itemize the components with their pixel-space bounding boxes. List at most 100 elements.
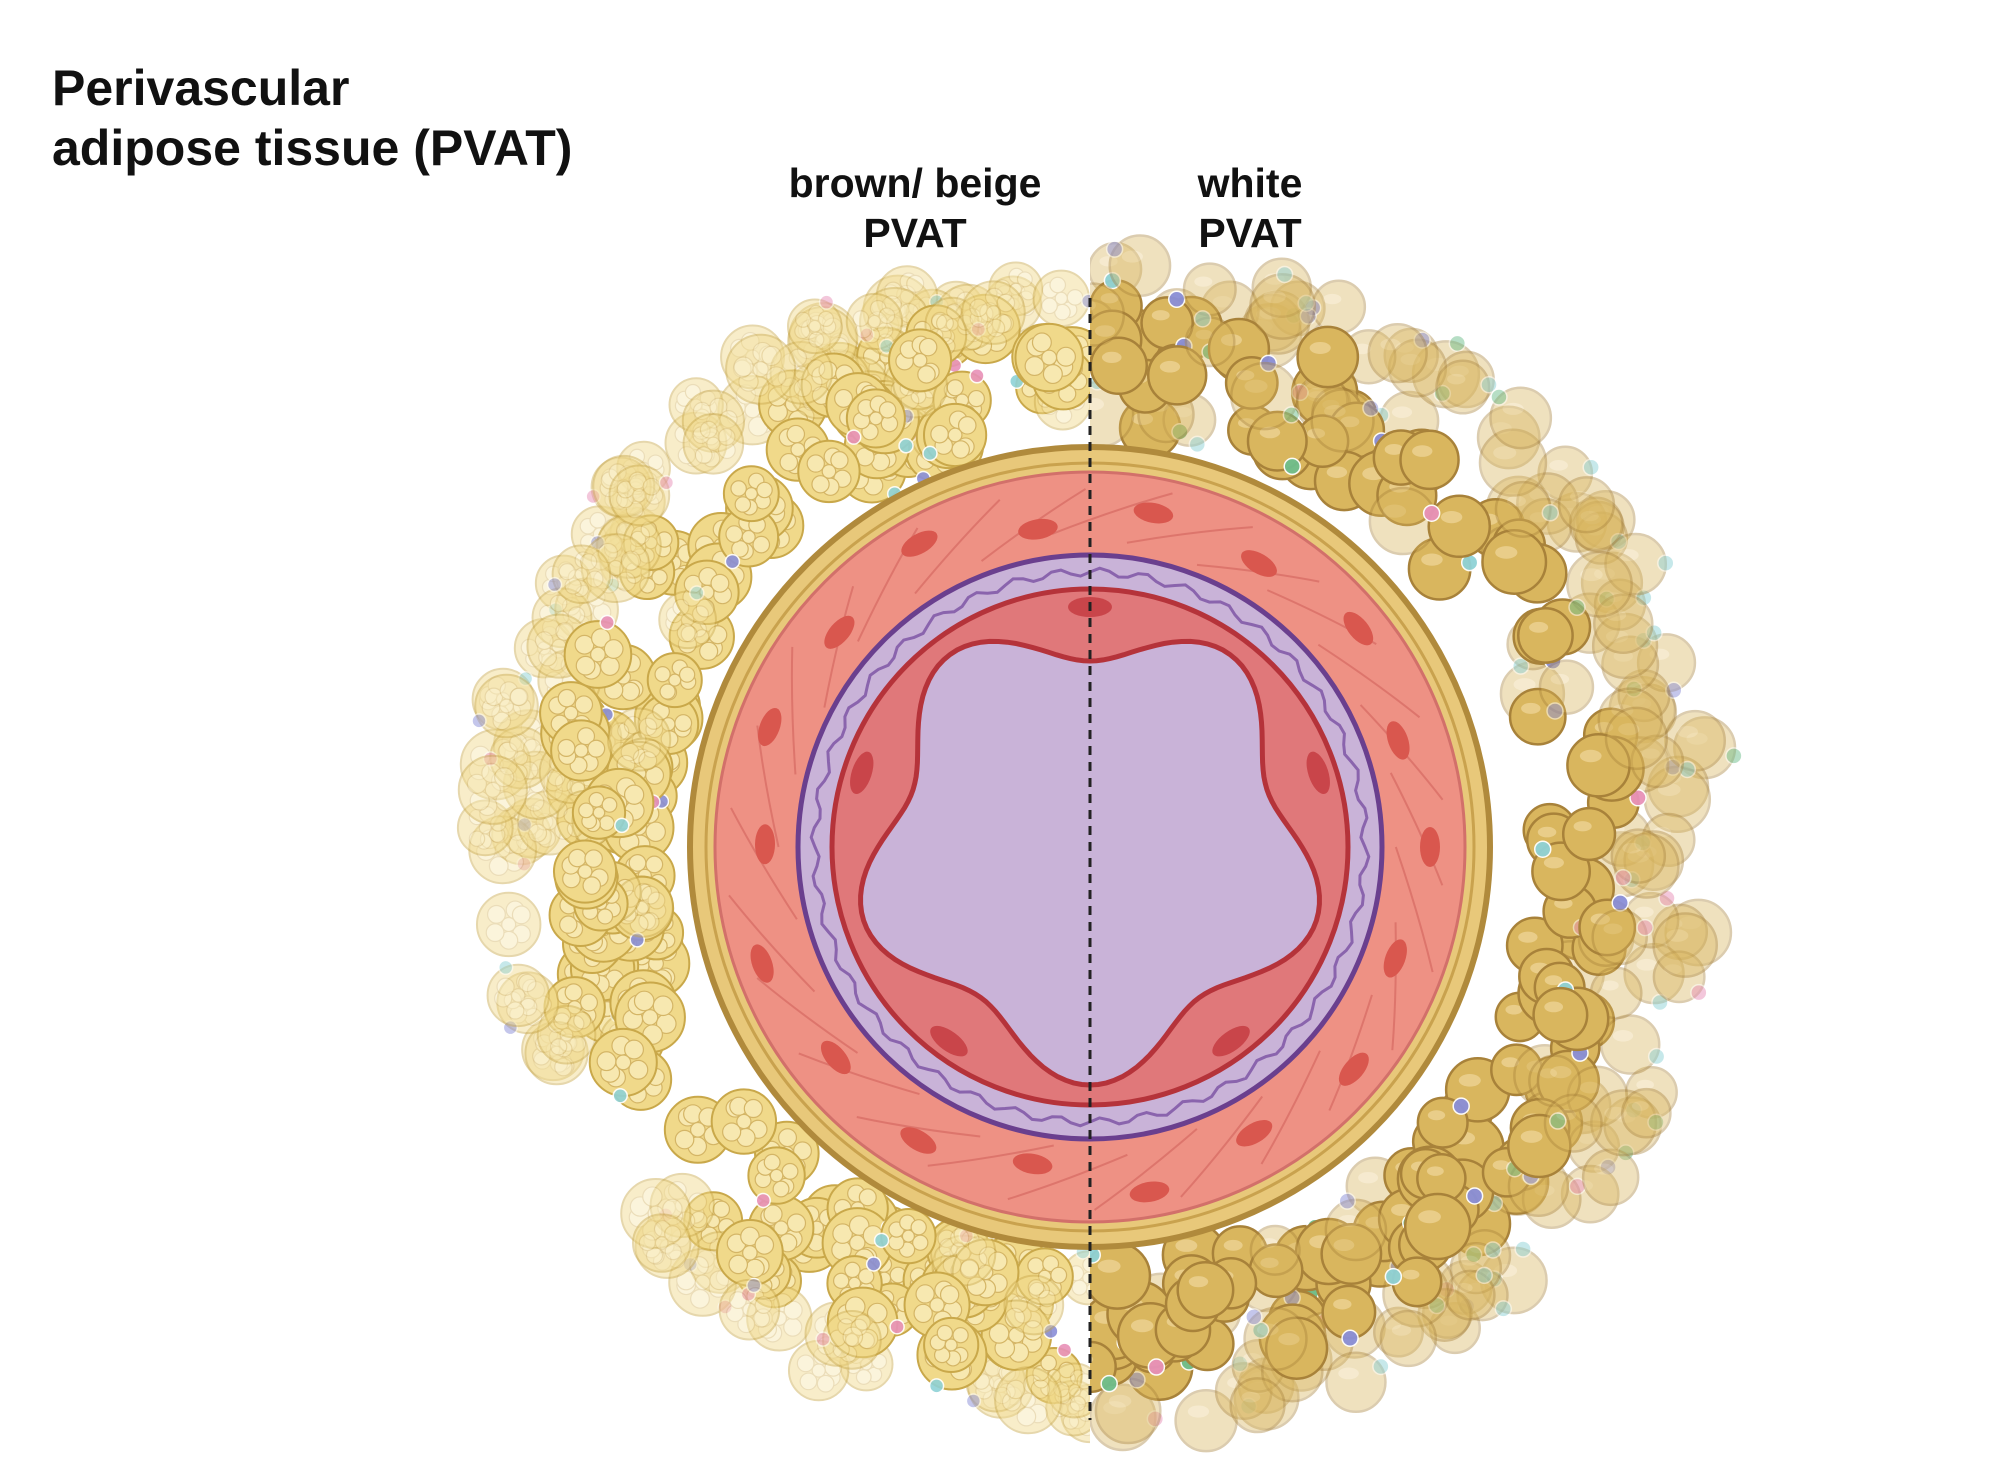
brown-adipocyte xyxy=(646,652,703,709)
immune-cell xyxy=(1582,458,1600,477)
brown-adipocyte xyxy=(826,1286,899,1359)
immune-cell xyxy=(1128,1371,1146,1389)
brown-adipocyte xyxy=(718,1278,781,1341)
immune-cell xyxy=(1611,894,1629,912)
brown-adipocyte xyxy=(521,1017,585,1082)
white-fat-layer xyxy=(1090,234,1743,1453)
white-adipocyte xyxy=(1251,257,1313,318)
immune-cell xyxy=(497,959,514,976)
immune-cell xyxy=(818,294,835,310)
smooth-muscle-nucleus xyxy=(1383,939,1407,978)
immune-cell xyxy=(1193,310,1212,328)
immune-cell xyxy=(1647,1047,1666,1066)
white-adipocyte xyxy=(1507,1113,1572,1179)
brown-adipocyte xyxy=(491,804,552,866)
white-adipocyte xyxy=(1249,1224,1301,1276)
immune-cell xyxy=(724,553,741,570)
immune-cell xyxy=(1188,435,1207,454)
white-adipocyte xyxy=(1373,1306,1424,1358)
immune-cell xyxy=(1081,293,1090,309)
white-adipocyte xyxy=(1310,388,1375,453)
white-adipocyte xyxy=(1243,1306,1308,1372)
immune-cell xyxy=(1658,889,1676,908)
brown-adipocyte xyxy=(822,1309,882,1370)
brown-adipocyte xyxy=(551,544,612,604)
brown-adipocyte xyxy=(471,667,535,731)
smooth-muscle-nucleus xyxy=(1420,827,1440,867)
white-label-line-1: white xyxy=(1197,160,1303,206)
endothelial-nucleus xyxy=(930,1025,968,1057)
immune-cell xyxy=(1452,1097,1470,1115)
white-adipocyte xyxy=(1516,472,1579,535)
immune-cell xyxy=(1413,331,1431,349)
immune-cell xyxy=(1546,702,1564,720)
brown-adipocyte xyxy=(880,1207,937,1265)
brown-adipocyte xyxy=(1014,322,1084,393)
brown-adipocyte xyxy=(616,440,671,496)
immune-cell xyxy=(1480,375,1498,394)
immune-cell xyxy=(1291,383,1309,402)
brown-adipocyte xyxy=(1015,1247,1074,1306)
brown-adipocyte xyxy=(1060,1383,1090,1444)
brown-adipocyte xyxy=(513,617,575,679)
immune-cell xyxy=(516,816,533,833)
brown-adipocyte xyxy=(716,1218,784,1287)
immune-cell xyxy=(1100,1374,1118,1393)
smooth-muscle-nucleus xyxy=(1129,1181,1170,1203)
immune-cell xyxy=(1338,1192,1357,1210)
immune-cell xyxy=(970,321,987,338)
immune-cell xyxy=(547,601,564,618)
immune-cell xyxy=(1422,504,1441,522)
white-adipocyte xyxy=(1325,1351,1387,1413)
white-adipocyte xyxy=(1320,1223,1383,1285)
brown-adipocyte xyxy=(596,513,662,579)
white-adipocyte xyxy=(1295,414,1350,468)
white-adipocyte xyxy=(1528,1054,1581,1108)
brown-adipocyte xyxy=(725,333,797,405)
white-adipocyte xyxy=(1403,1192,1472,1261)
white-adipocyte xyxy=(1230,361,1299,431)
white-adipocyte xyxy=(1391,1256,1443,1308)
white-adipocyte xyxy=(1651,903,1709,961)
immune-cell xyxy=(1362,399,1380,417)
immune-cell xyxy=(1609,532,1628,551)
brown-adipocyte xyxy=(552,839,618,904)
brown-adipocyte xyxy=(1003,1274,1065,1336)
immune-cell xyxy=(1245,1308,1263,1326)
brown-adipocyte xyxy=(554,577,619,642)
immune-cell xyxy=(889,1319,905,1335)
white-adipocyte xyxy=(1516,607,1574,664)
immune-cell xyxy=(1549,1112,1567,1130)
immune-cell xyxy=(1651,993,1669,1012)
brown-adipocyte xyxy=(797,439,861,504)
immune-cell xyxy=(1259,354,1278,373)
immune-cell xyxy=(1647,1113,1665,1132)
smooth-muscle-nucleus xyxy=(1236,1120,1273,1147)
immune-cell xyxy=(898,438,914,454)
brown-adipocyte xyxy=(994,1366,1063,1435)
immune-cell xyxy=(717,1299,733,1315)
white-adipocyte xyxy=(1557,476,1616,534)
white-adipocyte xyxy=(1489,386,1553,450)
white-adipocyte xyxy=(1481,528,1548,595)
white-adipocyte xyxy=(1546,491,1608,553)
immune-cell xyxy=(546,576,563,593)
brown-adipocyte xyxy=(658,590,717,650)
smooth-muscle-nucleus xyxy=(1343,611,1374,646)
brown-adipocyte xyxy=(550,719,613,782)
immune-cell xyxy=(1167,290,1186,309)
immune-cell xyxy=(1464,1246,1483,1264)
smooth-muscle-nucleus xyxy=(758,707,782,747)
immune-cell xyxy=(1568,1177,1587,1196)
brown-adipocyte xyxy=(668,377,724,433)
brown-beige-pvat-label: brown/ beige PVAT xyxy=(755,158,1075,258)
immune-cell xyxy=(815,1331,831,1347)
immune-cell xyxy=(1147,1358,1166,1376)
brown-adipocyte xyxy=(769,340,834,405)
immune-cell xyxy=(922,445,938,462)
immune-cell xyxy=(873,1232,890,1249)
immune-cell xyxy=(1239,1397,1258,1416)
brown-adipocyte xyxy=(845,388,906,449)
brown-adipocyte xyxy=(922,402,988,468)
brown-label-line-1: brown/ beige xyxy=(788,160,1042,206)
